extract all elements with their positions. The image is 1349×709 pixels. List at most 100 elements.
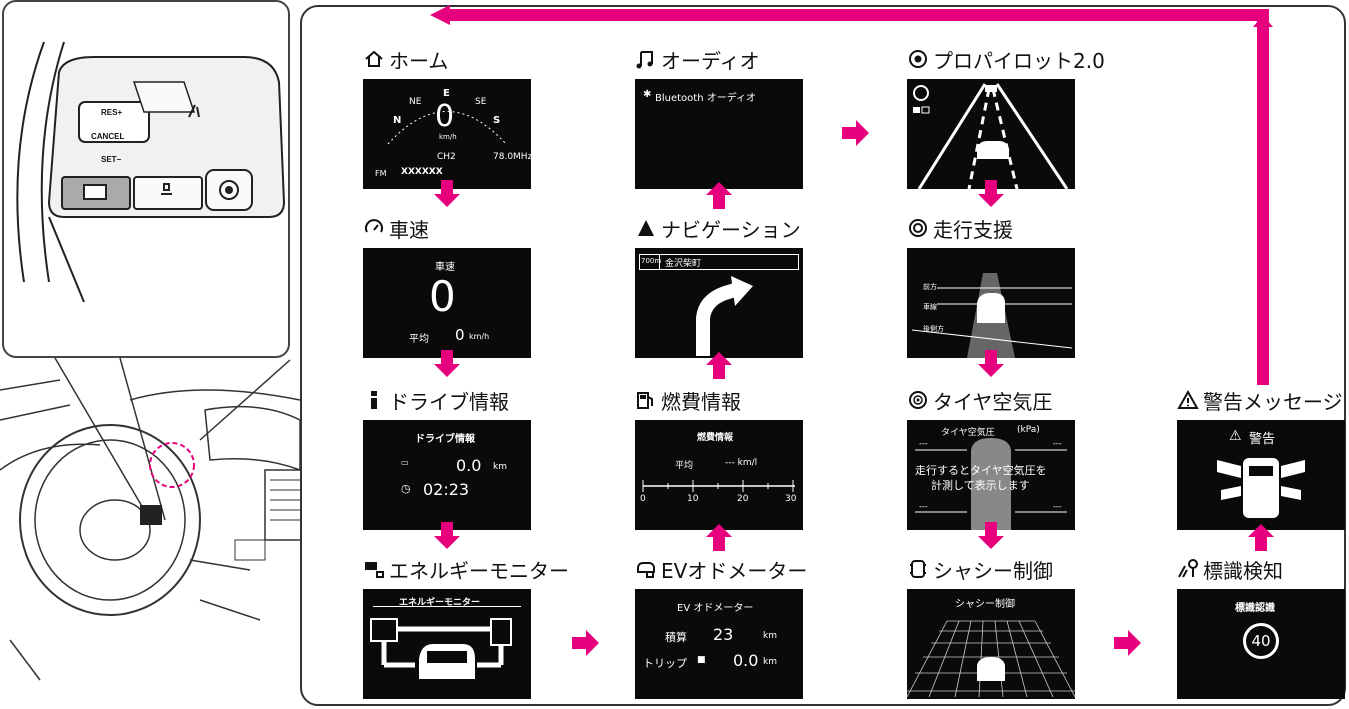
drive-header: ドライブ情報 xyxy=(415,434,475,445)
navi-distance: 700m xyxy=(641,257,662,265)
assist-label-lane: 車線 xyxy=(923,303,937,311)
speed-screen: 車速 0 平均 0 km/h xyxy=(363,248,531,358)
speed-avg-label: 平均 xyxy=(409,334,429,345)
music-note-icon xyxy=(636,51,653,69)
tire-fl: --- xyxy=(919,439,928,448)
ev-header: EV オドメーター xyxy=(677,603,754,614)
home-speed-unit: km/h xyxy=(439,133,457,141)
driving-assist-icon xyxy=(909,219,927,237)
odometer-icon: ▭ xyxy=(401,458,409,467)
assist-label-rear: 後側方 xyxy=(923,325,944,333)
steering-illustration: RES+ CANCEL SET− xyxy=(0,0,320,709)
warning-header: 警告 xyxy=(1249,432,1276,447)
tire-screen: タイヤ空気圧 (kPa) --- --- --- --- 走行するとタイヤ空気圧… xyxy=(907,420,1075,530)
speed-limit-value: 40 xyxy=(1251,632,1271,650)
turn-arrow xyxy=(696,276,753,356)
chassis-grid xyxy=(907,620,1075,698)
fuel-avg-value: --- km/l xyxy=(725,458,758,468)
audio-title: オーディオ xyxy=(661,48,760,73)
propilot-screen xyxy=(907,79,1075,189)
res-label: RES+ xyxy=(101,108,123,117)
speed-avg-value: 0 xyxy=(455,326,465,344)
set-label: SET− xyxy=(101,155,122,164)
trip-icon: ■ xyxy=(697,655,706,665)
assist-title: 走行支援 xyxy=(933,217,1013,242)
fuel-scale-30: 30 xyxy=(785,494,797,504)
steering-switch-callout: RES+ CANCEL SET− xyxy=(2,0,290,358)
chassis-title: シャシー制御 xyxy=(933,558,1053,583)
navigation-icon xyxy=(638,220,654,236)
drive-time: 02:23 xyxy=(423,480,470,499)
tire-header: タイヤ空気圧 xyxy=(941,428,995,438)
home-icon xyxy=(365,50,383,67)
open-doors-car xyxy=(1217,458,1305,518)
loop-arrow xyxy=(430,5,1273,385)
speed-title: 車速 xyxy=(389,217,429,242)
speed-label: 車速 xyxy=(435,262,455,273)
home-channel: CH2 xyxy=(437,152,456,162)
fuel-title: 燃費情報 xyxy=(661,389,741,414)
fuel-icon xyxy=(637,392,653,409)
ev-car-icon xyxy=(637,562,655,578)
warning-icon xyxy=(1177,389,1199,409)
ev-total-label: 積算 xyxy=(665,631,687,644)
tire-unit: (kPa) xyxy=(1017,425,1040,435)
fuel-scale-10: 10 xyxy=(687,494,699,504)
home-screen: N NE E SE S 0 km/h CH2 78.0MHz FM XXXXXX xyxy=(363,79,531,189)
speed-limit-sign: 40 xyxy=(1243,623,1279,659)
drive-screen: ドライブ情報 ▭ 0.0 km ◷ 02:23 xyxy=(363,420,531,530)
ev-total-value: 23 xyxy=(713,625,734,644)
sign-screen: 標識認識 40 xyxy=(1177,589,1345,699)
info-icon xyxy=(371,391,377,409)
home-title: ホーム xyxy=(389,48,449,73)
sign-detection-icon xyxy=(1178,559,1198,578)
navi-place: 金沢柴町 xyxy=(665,259,702,269)
navi-screen: 700m 金沢柴町 xyxy=(635,248,803,358)
speedometer-icon xyxy=(365,219,383,233)
navi-title: ナビゲーション xyxy=(661,217,801,242)
fuel-header: 燃費情報 xyxy=(697,433,734,443)
home-freq: 78.0MHz xyxy=(493,152,531,162)
drive-distance-unit: km xyxy=(493,462,507,472)
energy-monitor-icon xyxy=(365,562,384,578)
bluetooth-icon: ✱ xyxy=(643,89,652,100)
home-band: FM xyxy=(375,169,387,178)
speed-value: 0 xyxy=(429,272,456,321)
fuel-avg-label: 平均 xyxy=(675,461,694,471)
chassis-screen: シャシー制御 xyxy=(907,589,1075,699)
tire-rl: --- xyxy=(919,502,928,511)
energy-header: エネルギーモニター xyxy=(399,598,481,608)
assist-label-front: 前方 xyxy=(923,283,937,291)
ev-title: EVオドメーター xyxy=(661,558,808,583)
audio-screen: ✱ Bluetooth オーディオ xyxy=(635,79,803,189)
propilot-title: プロパイロット2.0 xyxy=(933,48,1105,73)
ev-trip-unit: km xyxy=(763,657,777,667)
home-station: XXXXXX xyxy=(401,167,443,177)
home-speed: 0 xyxy=(435,99,455,134)
compass-se: SE xyxy=(475,97,487,107)
drive-distance: 0.0 xyxy=(456,456,482,475)
sign-title: 標識検知 xyxy=(1203,558,1283,583)
tire-rr: --- xyxy=(1053,502,1062,511)
clock-icon: ◷ xyxy=(401,482,411,495)
ev-trip-value: 0.0 xyxy=(733,651,759,670)
tire-icon xyxy=(909,391,927,409)
cancel-label: CANCEL xyxy=(91,132,125,141)
dashboard-drawing xyxy=(0,357,306,681)
warning-screen-icon: ⚠ xyxy=(1229,428,1242,444)
compass-ne: NE xyxy=(409,97,422,107)
chassis-header: シャシー制御 xyxy=(955,599,1015,610)
tire-message-2: 計測して表示します xyxy=(931,479,1030,492)
ev-screen: EV オドメーター 積算 23 km トリップ ■ 0.0 km xyxy=(635,589,803,699)
ev-trip-label: トリップ xyxy=(643,657,687,670)
sign-header: 標識認識 xyxy=(1235,603,1275,614)
compass-s: S xyxy=(493,115,501,126)
drive-title: ドライブ情報 xyxy=(389,389,509,414)
assist-screen: 前方 車線 後側方 xyxy=(907,248,1075,358)
ev-total-unit: km xyxy=(763,631,777,641)
tire-fr: --- xyxy=(1053,439,1062,448)
fuel-scale xyxy=(642,480,795,492)
compass-e: E xyxy=(443,88,450,99)
fuel-scale-0: 0 xyxy=(640,494,646,504)
warning-screen: ⚠ 警告 xyxy=(1177,420,1345,530)
